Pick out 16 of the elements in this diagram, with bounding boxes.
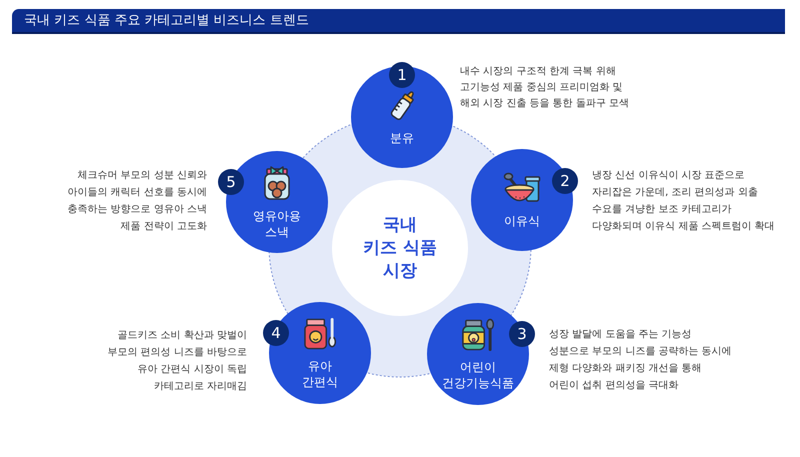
category-label: 분유 [390, 130, 414, 146]
number-badge: 3 [509, 321, 535, 347]
number-badge: 5 [218, 169, 244, 195]
description-text: 냉장 신선 이유식이 시장 표준으로 자리잡은 가운데, 조리 편의성과 외출 수요를 겨냥한 보조 카테고리가 다양화되며 이유식 제품 스펙트럼이 확대 [592, 169, 776, 234]
description-text: 체크슈머 부모의 성분 신뢰와 아이들의 캐릭터 선호를 동시에 충족하는 방향으로 영유아 스낵 제품 전략이 고도화 [66, 169, 207, 234]
center-label: 국내 키즈 식품 시장 [362, 214, 438, 282]
description-text: 성장 발달에 도움을 주는 기능성 성분으로 부모의 니즈를 공략하는 동시에 제형 다양화와 패키징 개선을 통해 어린이 섭취 편의성을 극대화 [549, 328, 732, 393]
category-label: 유아 간편식 [301, 358, 339, 390]
category-label: 어린이 건강기능식품 [441, 358, 515, 390]
number-badge: 1 [389, 62, 415, 88]
title-banner: 국내 키즈 식품 주요 카테고리별 비즈니스 트렌드 [12, 9, 785, 34]
number-badge: 4 [263, 320, 289, 346]
category-label: 영유아용 스낵 [252, 208, 302, 240]
category-label: 이유식 [504, 212, 540, 228]
description-text: 내수 시장의 구조적 한계 극복 위해 고기능성 제품 중심의 프리미엄화 및 해외 시장 진출 등을 통한 돌파구 모색 [460, 65, 630, 111]
description-text: 골드키즈 소비 확산과 맞벌이 부모의 편의성 니즈를 바탕으로 유아 간편식 시장이 독립 카테고리로 자리매김 [106, 329, 247, 394]
